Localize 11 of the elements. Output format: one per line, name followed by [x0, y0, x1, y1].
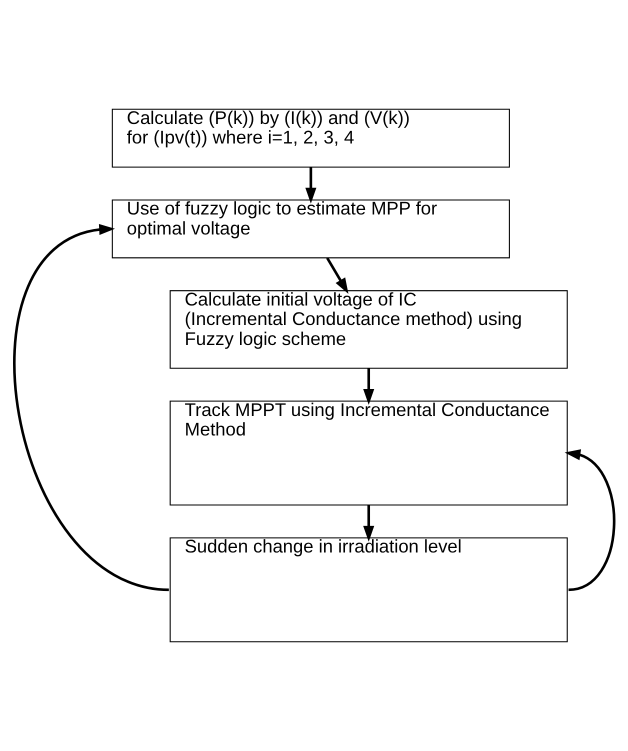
arrow: [305, 167, 316, 204]
arrow: [564, 449, 616, 592]
arrow: [363, 368, 374, 405]
arrow: [363, 505, 374, 542]
node-box: Sudden change in irradiation level: [170, 537, 568, 642]
node-box: Calculate (P(k)) by (I(k)) and (V(k)) for (Ipv(t)) where i=1, 2, 3, 4: [112, 108, 510, 168]
node-box: Track MPPT using Incremental Conductance Method: [170, 400, 568, 506]
node-box: Use of fuzzy logic to estimate MPP for optimal voltage: [112, 199, 510, 258]
arrow: [13, 224, 170, 592]
node-box: Calculate initial voltage of IC (Incremental Conductance method) using Fuzzy logic scheme: [170, 290, 568, 369]
arrow: [326, 257, 348, 294]
